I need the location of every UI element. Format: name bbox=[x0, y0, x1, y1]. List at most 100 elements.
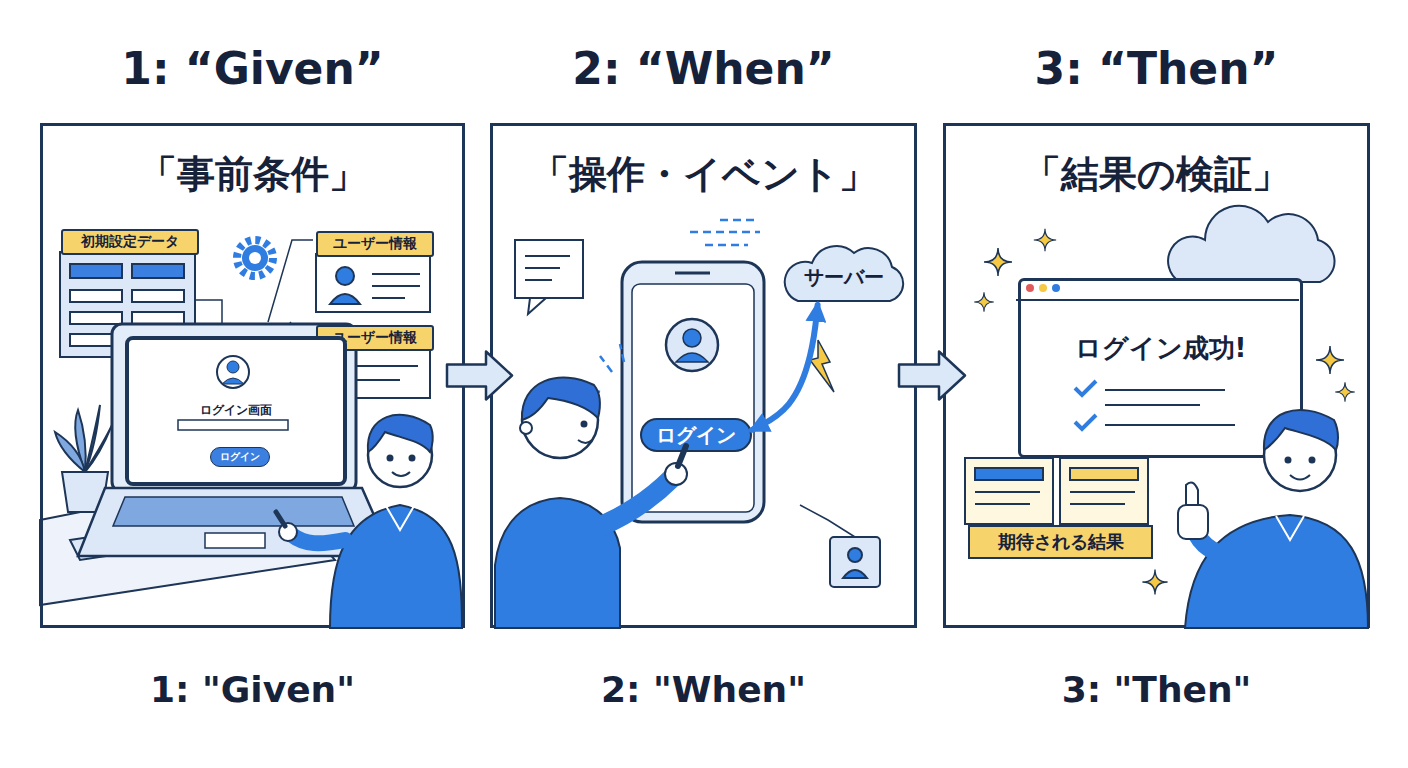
step-heading: 1: “Given” bbox=[13, 42, 492, 96]
user-card bbox=[330, 294, 360, 304]
sparkle bbox=[974, 229, 1355, 595]
gear-icon bbox=[237, 240, 273, 276]
laptop bbox=[113, 497, 354, 526]
phone bbox=[666, 319, 718, 371]
window-decor bbox=[1016, 284, 1299, 429]
person-figure bbox=[1264, 419, 1336, 491]
motion-lines bbox=[705, 244, 748, 247]
person-figure bbox=[582, 422, 587, 427]
person-figure bbox=[386, 506, 414, 530]
screen-avatar bbox=[227, 361, 239, 373]
sparkle bbox=[1142, 569, 1167, 594]
motion-lines bbox=[584, 344, 624, 392]
window-decor bbox=[1105, 424, 1235, 426]
user-card bbox=[372, 274, 420, 298]
person-figure bbox=[1186, 482, 1198, 505]
node-label: 期待される結果 bbox=[998, 530, 1124, 554]
result-cards bbox=[975, 492, 1040, 504]
laptop bbox=[78, 488, 392, 556]
browser-window: ログイン成功! bbox=[1018, 278, 1303, 458]
person-figure bbox=[1185, 515, 1368, 628]
node-label: ログイン bbox=[220, 450, 260, 464]
person-figure bbox=[590, 478, 672, 530]
step-heading: 3: “Then” bbox=[916, 42, 1397, 96]
window-decor bbox=[1039, 284, 1047, 292]
data-tag: 初期設定データ bbox=[61, 229, 199, 255]
sparkle bbox=[974, 292, 994, 312]
plant bbox=[55, 432, 85, 472]
phone bbox=[622, 262, 764, 522]
user-icon bbox=[830, 537, 880, 587]
person-figure bbox=[276, 415, 462, 628]
screen-avatar bbox=[217, 356, 249, 388]
plant bbox=[85, 405, 100, 472]
person-figure bbox=[1276, 516, 1304, 540]
login-button: ログイン bbox=[640, 418, 752, 452]
data-tag: ユーザー情報 bbox=[316, 231, 434, 257]
person-figure bbox=[330, 505, 462, 628]
step-title: 「事前条件」 bbox=[43, 150, 462, 198]
motion-lines bbox=[584, 220, 760, 392]
data-table bbox=[70, 312, 122, 324]
lightning-symbol bbox=[810, 340, 834, 392]
person-figure bbox=[1178, 505, 1208, 539]
window-decor bbox=[1016, 299, 1299, 301]
user-icon bbox=[800, 505, 855, 537]
person-figure bbox=[410, 456, 415, 461]
node-label: 初期設定データ bbox=[81, 233, 179, 251]
cloud-shape bbox=[1168, 206, 1334, 282]
laptop bbox=[205, 533, 265, 548]
leader-line bbox=[195, 240, 313, 335]
user-icon bbox=[843, 570, 867, 578]
edge-group bbox=[447, 305, 965, 430]
flow-arrow bbox=[899, 352, 965, 400]
step-title: 「操作・イベント」 bbox=[493, 150, 914, 198]
result-cards bbox=[1060, 458, 1148, 524]
screen-avatar bbox=[178, 420, 288, 430]
step-footer: 2: "When" bbox=[463, 667, 944, 713]
window-decor bbox=[1075, 381, 1096, 395]
person-figure bbox=[279, 523, 297, 541]
node-label: ログイン成功! bbox=[1021, 331, 1300, 366]
laptop bbox=[112, 324, 356, 492]
person-figure bbox=[368, 423, 432, 487]
screen-avatar bbox=[222, 378, 244, 384]
person-figure bbox=[578, 440, 592, 443]
sparkle bbox=[1316, 346, 1344, 374]
laptop bbox=[78, 324, 392, 556]
flow-arrow bbox=[447, 352, 512, 400]
step-panel: 3: “Then”「結果の検証」3: "Then"ログイン成功!期待される結果 bbox=[943, 123, 1370, 628]
person-figure bbox=[1310, 458, 1315, 463]
data-table bbox=[132, 264, 184, 278]
person-figure bbox=[678, 446, 686, 466]
person-figure bbox=[665, 463, 687, 485]
user-card bbox=[316, 254, 430, 312]
phone bbox=[683, 329, 701, 347]
request-arrow bbox=[752, 305, 818, 430]
data-table bbox=[70, 290, 122, 302]
phone bbox=[632, 284, 754, 512]
step-title: 「結果の検証」 bbox=[946, 150, 1367, 198]
result-band: 期待される結果 bbox=[968, 525, 1153, 559]
person-figure bbox=[495, 378, 687, 628]
leader-line bbox=[195, 300, 222, 326]
motion-lines bbox=[690, 231, 760, 234]
user-icon bbox=[848, 548, 862, 562]
data-table bbox=[70, 264, 122, 278]
step-panel: 2: “When”「操作・イベント」2: "When"ログインサーバー bbox=[490, 123, 917, 628]
data-table bbox=[132, 290, 184, 302]
phone bbox=[675, 272, 710, 275]
node-label: ログイン bbox=[656, 422, 736, 449]
sparkle bbox=[1335, 382, 1355, 402]
user-icon bbox=[800, 505, 880, 587]
window-decor bbox=[1075, 415, 1096, 429]
server-cloud: サーバー bbox=[778, 243, 910, 305]
step-panel: 1: “Given”「事前条件」1: "Given"初期設定データユーザー情報ユ… bbox=[40, 123, 465, 628]
result-cards bbox=[965, 458, 1053, 524]
message-icon bbox=[525, 256, 570, 280]
phone bbox=[676, 353, 708, 362]
message-icon bbox=[528, 298, 546, 314]
window-decor bbox=[1026, 284, 1034, 292]
